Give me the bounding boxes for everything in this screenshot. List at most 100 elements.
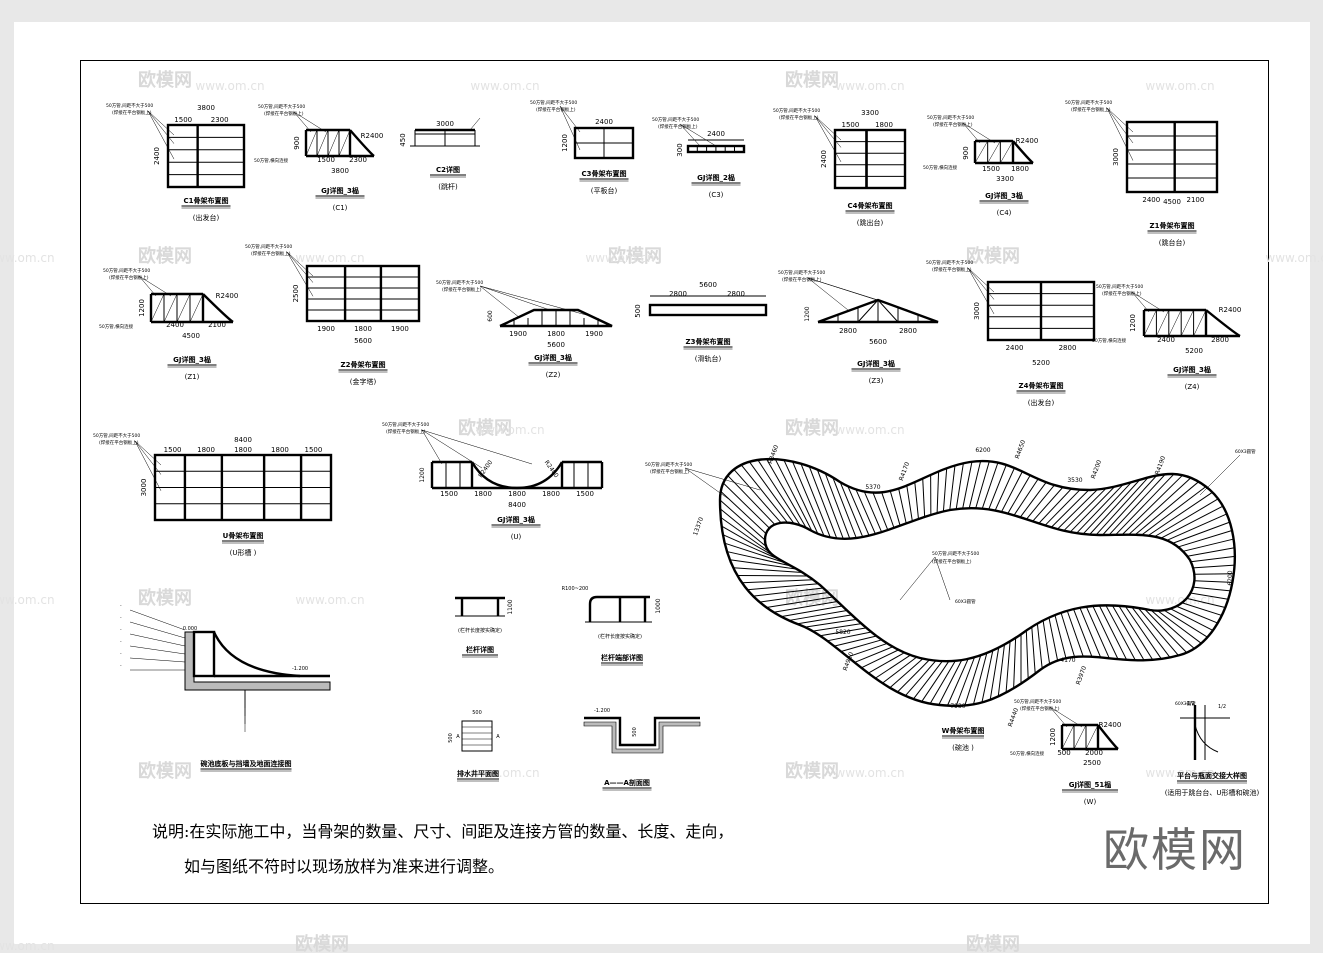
callout-label: -: [120, 616, 122, 621]
frame-member: [1163, 609, 1208, 638]
frame-member: [834, 635, 877, 647]
frame-member: [808, 466, 838, 539]
frame-member: [1134, 481, 1199, 536]
frame-member: [1190, 555, 1235, 563]
drawing-title: 栏杆端部详图: [601, 653, 643, 662]
dimension-label: 1500: [174, 116, 192, 124]
bowl-inner-edge: [763, 507, 1196, 663]
frame-member: [847, 642, 888, 658]
dimension-label: R2400: [1099, 721, 1122, 729]
frame-outline: [1125, 120, 1219, 194]
drawing-title: U骨架布置图: [223, 531, 264, 540]
frame-member: [988, 464, 1007, 510]
drawing-subtitle: (跳台台): [1159, 238, 1186, 247]
frame-member: [987, 140, 1001, 164]
frame-member: [1007, 475, 1031, 514]
frame-member: [1172, 521, 1230, 544]
dimension-label: 500: [448, 733, 454, 743]
dimension-label: 1800: [875, 121, 893, 129]
frame-member: [1180, 309, 1194, 337]
dimension-label: 5820: [835, 629, 850, 636]
drawing-subtitle: (Z1): [185, 373, 200, 381]
frame-member: [997, 644, 1005, 697]
dimension-label: 5600: [869, 338, 887, 346]
frame-member: [1106, 107, 1134, 161]
drawing-subtitle: (U形槽 ): [230, 548, 257, 557]
watermark-layer: 欧模网欧模网欧模网欧模网欧模网欧模网欧模网欧模网欧模网欧模网欧模网欧模网欧模网w…: [0, 69, 1323, 953]
frame-member: [741, 579, 814, 584]
watermark-brand: 欧模网: [138, 69, 192, 91]
frame-outline: [648, 303, 768, 317]
watermark-site: www.om.cn: [1145, 766, 1214, 780]
frame-member: [814, 115, 842, 163]
frame-member: [1098, 605, 1128, 661]
frame-member: [774, 458, 813, 532]
watermark-brand: 欧模网: [295, 933, 349, 953]
watermark-site: www.om.cn: [295, 251, 364, 265]
drawing-gj-w: 200025005001200R240050方管,间距不大于500(焊接在平台钢…: [1010, 698, 1121, 806]
halfpipe-curve: [470, 461, 564, 490]
frame-member: [1118, 605, 1154, 661]
dimension-label: 13370: [692, 516, 705, 537]
drawing-subtitle: (出发台): [1028, 398, 1055, 407]
dimension-label: 1200: [1129, 314, 1137, 332]
frame-member: [1031, 626, 1036, 674]
ramp-curve: [202, 293, 234, 323]
frame-member: [679, 123, 717, 147]
watermark-site: www.om.cn: [470, 79, 539, 93]
bowl-mid-ring: [719, 458, 1236, 707]
dimension-label: 3000: [140, 479, 148, 497]
drawing-subtitle: (C3): [709, 191, 724, 199]
callout-label: 50方管,间距不大于500: [926, 259, 973, 266]
frame-member: [962, 461, 973, 509]
dimension-label: A: [456, 734, 460, 740]
z1-total: 4500: [1163, 198, 1181, 206]
frame-member: [881, 492, 895, 529]
dimension-label: 2800: [899, 327, 917, 335]
frame-member: [974, 140, 988, 164]
drawing-subtitle: (U): [511, 533, 522, 541]
frame-member: [854, 646, 893, 663]
dimension-label: 1200: [138, 299, 146, 317]
dimension-label: 2800: [727, 290, 745, 298]
frame-member: [733, 469, 782, 524]
drawing-title: W骨架布置图: [942, 726, 985, 735]
frame-member: [479, 285, 591, 317]
frame-member: [938, 659, 963, 706]
frame-member: [1089, 479, 1141, 535]
callout-label: 50方管,间距不大于500: [382, 421, 429, 428]
dimension-label: 2400: [1157, 336, 1175, 344]
frame-member: [147, 110, 175, 144]
dimension-label: 1500: [440, 490, 458, 498]
frame-member: [479, 285, 521, 319]
dimension-label: 1800: [234, 446, 252, 454]
drawing-title: Z4骨架布置图: [1019, 381, 1064, 390]
callout-label: (焊接在平台钢板上): [99, 439, 139, 446]
callout-label: (焊接在平台钢板上): [933, 121, 973, 128]
callout-label: 50方管,间距不大于500: [778, 269, 825, 276]
frame-member: [316, 129, 329, 157]
frame-member: [812, 623, 862, 632]
frame-member: [729, 559, 797, 570]
z2-total: 5600: [354, 337, 372, 345]
dimension-label: 1200: [561, 134, 569, 152]
dimension-label: 4500: [182, 332, 200, 340]
watermark-site: www.om.cn: [1145, 593, 1214, 607]
watermark-site: www.om.cn: [470, 766, 539, 780]
callout-label: 50方管,间距不大于500: [773, 107, 820, 114]
section-profile: [584, 716, 700, 747]
frame-member: [1141, 486, 1207, 536]
callout-label: 50方管,间距不大于500: [103, 267, 150, 274]
watermark-brand: 欧模网: [138, 760, 192, 782]
dimension-label: R4440: [1007, 707, 1020, 728]
frame-member: [129, 609, 186, 631]
dimension-label: 1000: [655, 598, 662, 613]
platform-curve: [1194, 724, 1219, 753]
frame-member: [949, 465, 956, 511]
frame-member: [1131, 606, 1171, 658]
frame-member: [1176, 605, 1218, 624]
